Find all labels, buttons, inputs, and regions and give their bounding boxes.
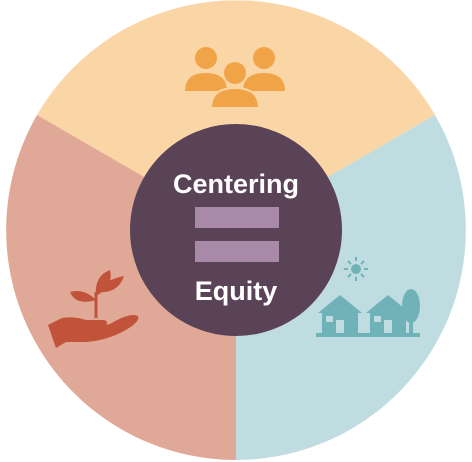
equals-bar-bottom: [195, 241, 279, 262]
houses-sun-tree-icon: [316, 257, 420, 337]
people-group-icon: [185, 47, 285, 109]
hand-sprout-icon: [48, 270, 139, 348]
center-title-line1: Centering: [173, 169, 299, 199]
center-title-line2: Equity: [195, 276, 278, 306]
community-segment: [37, 0, 435, 230]
equals-bar-top: [195, 207, 279, 228]
center-circle: [130, 124, 342, 336]
